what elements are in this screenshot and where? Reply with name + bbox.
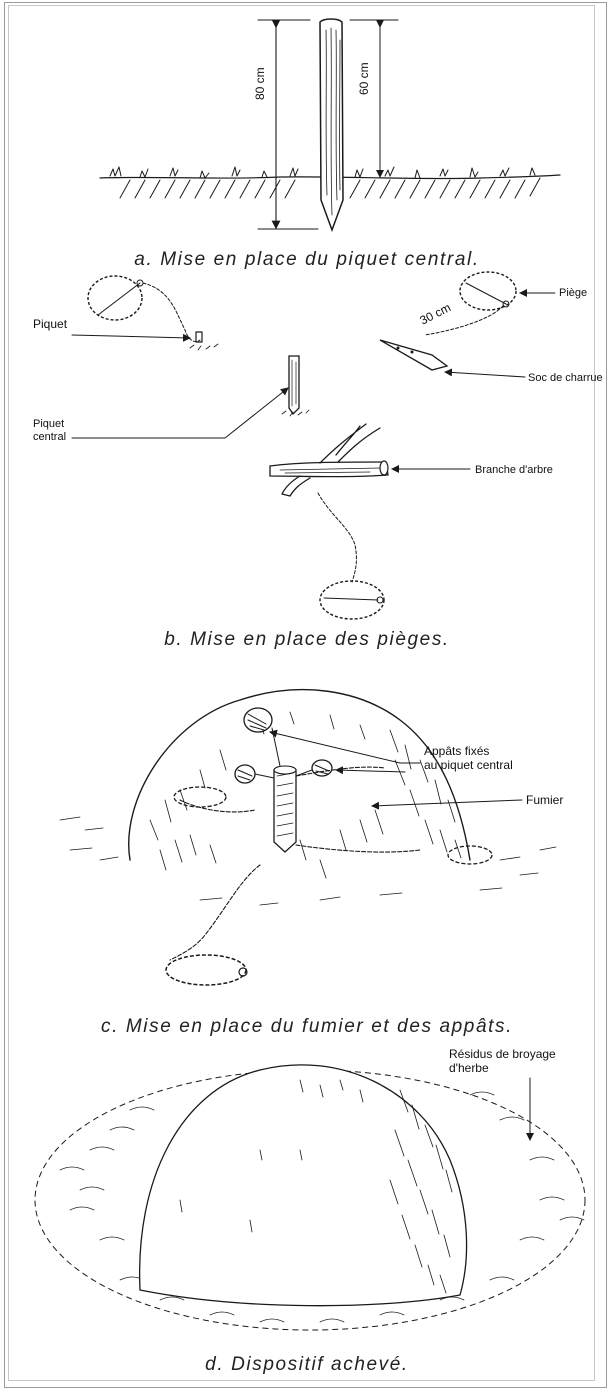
caption-d: d. Dispositif achevé. [0, 1354, 614, 1376]
finished-mound [140, 1065, 467, 1306]
label-residus-1: Résidus de broyage [449, 1048, 556, 1061]
label-residus-2: d'herbe [449, 1062, 489, 1075]
